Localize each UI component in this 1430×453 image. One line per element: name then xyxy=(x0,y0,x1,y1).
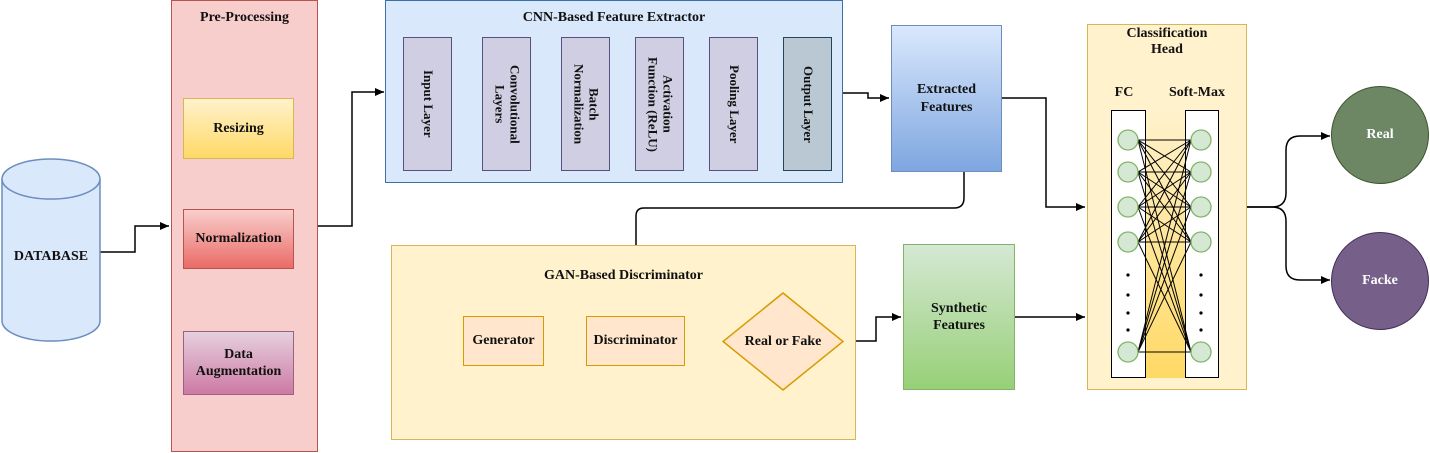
fc-neuron xyxy=(1117,231,1139,253)
synthetic-features-label: Synthetic Features xyxy=(931,300,987,334)
arrow-database-to-preprocessing xyxy=(100,222,169,253)
generator-node: Generator xyxy=(463,316,544,366)
extracted-features-box: Extracted Features xyxy=(891,25,1002,172)
fc-label: FC xyxy=(1114,85,1134,100)
classification-head-title: Classification Head xyxy=(1126,26,1208,58)
step-data-augmentation: Data Augmentation xyxy=(183,331,294,395)
cnn-title: CNN-Based Feature Extractor xyxy=(522,10,706,25)
extracted-features-label: Extracted Features xyxy=(916,82,977,115)
network-connection xyxy=(1137,241,1192,353)
fc-neuron xyxy=(1117,196,1139,218)
network-connection xyxy=(1137,171,1192,353)
ellipsis-dot xyxy=(1126,273,1130,277)
fc-neuron xyxy=(1117,129,1139,151)
output-real: Real xyxy=(1331,86,1429,184)
network-connection xyxy=(1137,139,1192,173)
ellipsis-dot xyxy=(1126,328,1130,332)
network-connection xyxy=(1137,139,1192,243)
cnn-layer-batch-norm: Batch Normalization xyxy=(561,37,610,171)
arrow-head-to-fake xyxy=(1247,206,1330,284)
network-connection xyxy=(1137,171,1192,208)
step-normalization: Normalization xyxy=(183,209,294,269)
output-fake-label: Facke xyxy=(1362,273,1398,288)
cylinder-shape xyxy=(1,158,101,342)
arrow-extracted-to-head xyxy=(1002,97,1085,211)
softmax-label: Soft-Max xyxy=(1169,85,1225,100)
decision-label: Real or Fake xyxy=(744,333,822,349)
database-label: DATABASE xyxy=(13,249,89,264)
ellipsis-dot xyxy=(1126,311,1130,315)
arrow-extracted-to-discriminator xyxy=(632,172,965,316)
gan-title: GAN-Based Discriminator xyxy=(543,268,704,283)
step-resizing-label: Resizing xyxy=(213,120,264,136)
arrow-cnn-to-extracted xyxy=(843,92,889,102)
fc-neuron xyxy=(1117,341,1139,363)
ellipsis-dot xyxy=(1199,311,1203,315)
cnn-layer-output-label: Output Layer xyxy=(800,65,816,143)
cnn-panel: CNN-Based Feature Extractor xyxy=(385,0,843,183)
softmax-neuron xyxy=(1190,341,1212,363)
cnn-layer-pooling: Pooling Layer xyxy=(709,37,758,171)
cnn-layer-convolutional-label: Convolutional Layers xyxy=(492,64,523,144)
network-connection xyxy=(1137,139,1192,353)
cnn-layer-convolutional: Convolutional Layers xyxy=(482,37,531,171)
generator-label: Generator xyxy=(472,333,535,349)
synthetic-features-box: Synthetic Features xyxy=(903,244,1015,390)
softmax-neuron xyxy=(1190,231,1212,253)
database-cylinder: DATABASE xyxy=(0,157,102,345)
step-normalization-label: Normalization xyxy=(195,231,282,247)
step-resizing: Resizing xyxy=(183,98,294,159)
arrow-head-to-real xyxy=(1247,132,1330,208)
discriminator-node: Discriminator xyxy=(586,316,685,366)
arrow-decision-to-synthetic xyxy=(844,313,901,342)
network-connection xyxy=(1137,171,1192,243)
softmax-neuron xyxy=(1190,129,1212,151)
softmax-neuron xyxy=(1190,161,1212,183)
cnn-layer-activation: Activation Function (ReLU) xyxy=(635,37,684,171)
ellipsis-dot xyxy=(1126,293,1130,297)
fc-neuron xyxy=(1117,161,1139,183)
ellipsis-dot xyxy=(1199,273,1203,277)
cnn-layer-input: Input Layer xyxy=(403,37,452,171)
network-connection xyxy=(1137,206,1192,243)
cnn-layer-pooling-label: Pooling Layer xyxy=(726,64,742,144)
preprocessing-title: Pre-Processing xyxy=(200,10,289,25)
discriminator-label: Discriminator xyxy=(593,333,678,349)
softmax-neuron xyxy=(1190,196,1212,218)
cnn-layer-output: Output Layer xyxy=(783,37,832,171)
network-connection xyxy=(1137,206,1192,353)
cnn-layer-batch-norm-label: Batch Normalization xyxy=(571,63,602,145)
output-real-label: Real xyxy=(1366,127,1394,142)
ellipsis-dot xyxy=(1199,328,1203,332)
arrow-preprocessing-to-cnn xyxy=(318,88,384,227)
step-data-augmentation-label: Data Augmentation xyxy=(195,346,282,380)
output-fake: Facke xyxy=(1331,232,1429,330)
decision-diamond: Real or Fake xyxy=(722,292,844,391)
cnn-layer-input-label: Input Layer xyxy=(420,70,436,138)
network-connection xyxy=(1137,139,1192,208)
cnn-layer-activation-label: Activation Function (ReLU) xyxy=(645,56,676,152)
diamond-shape xyxy=(722,292,844,391)
ellipsis-dot xyxy=(1199,293,1203,297)
